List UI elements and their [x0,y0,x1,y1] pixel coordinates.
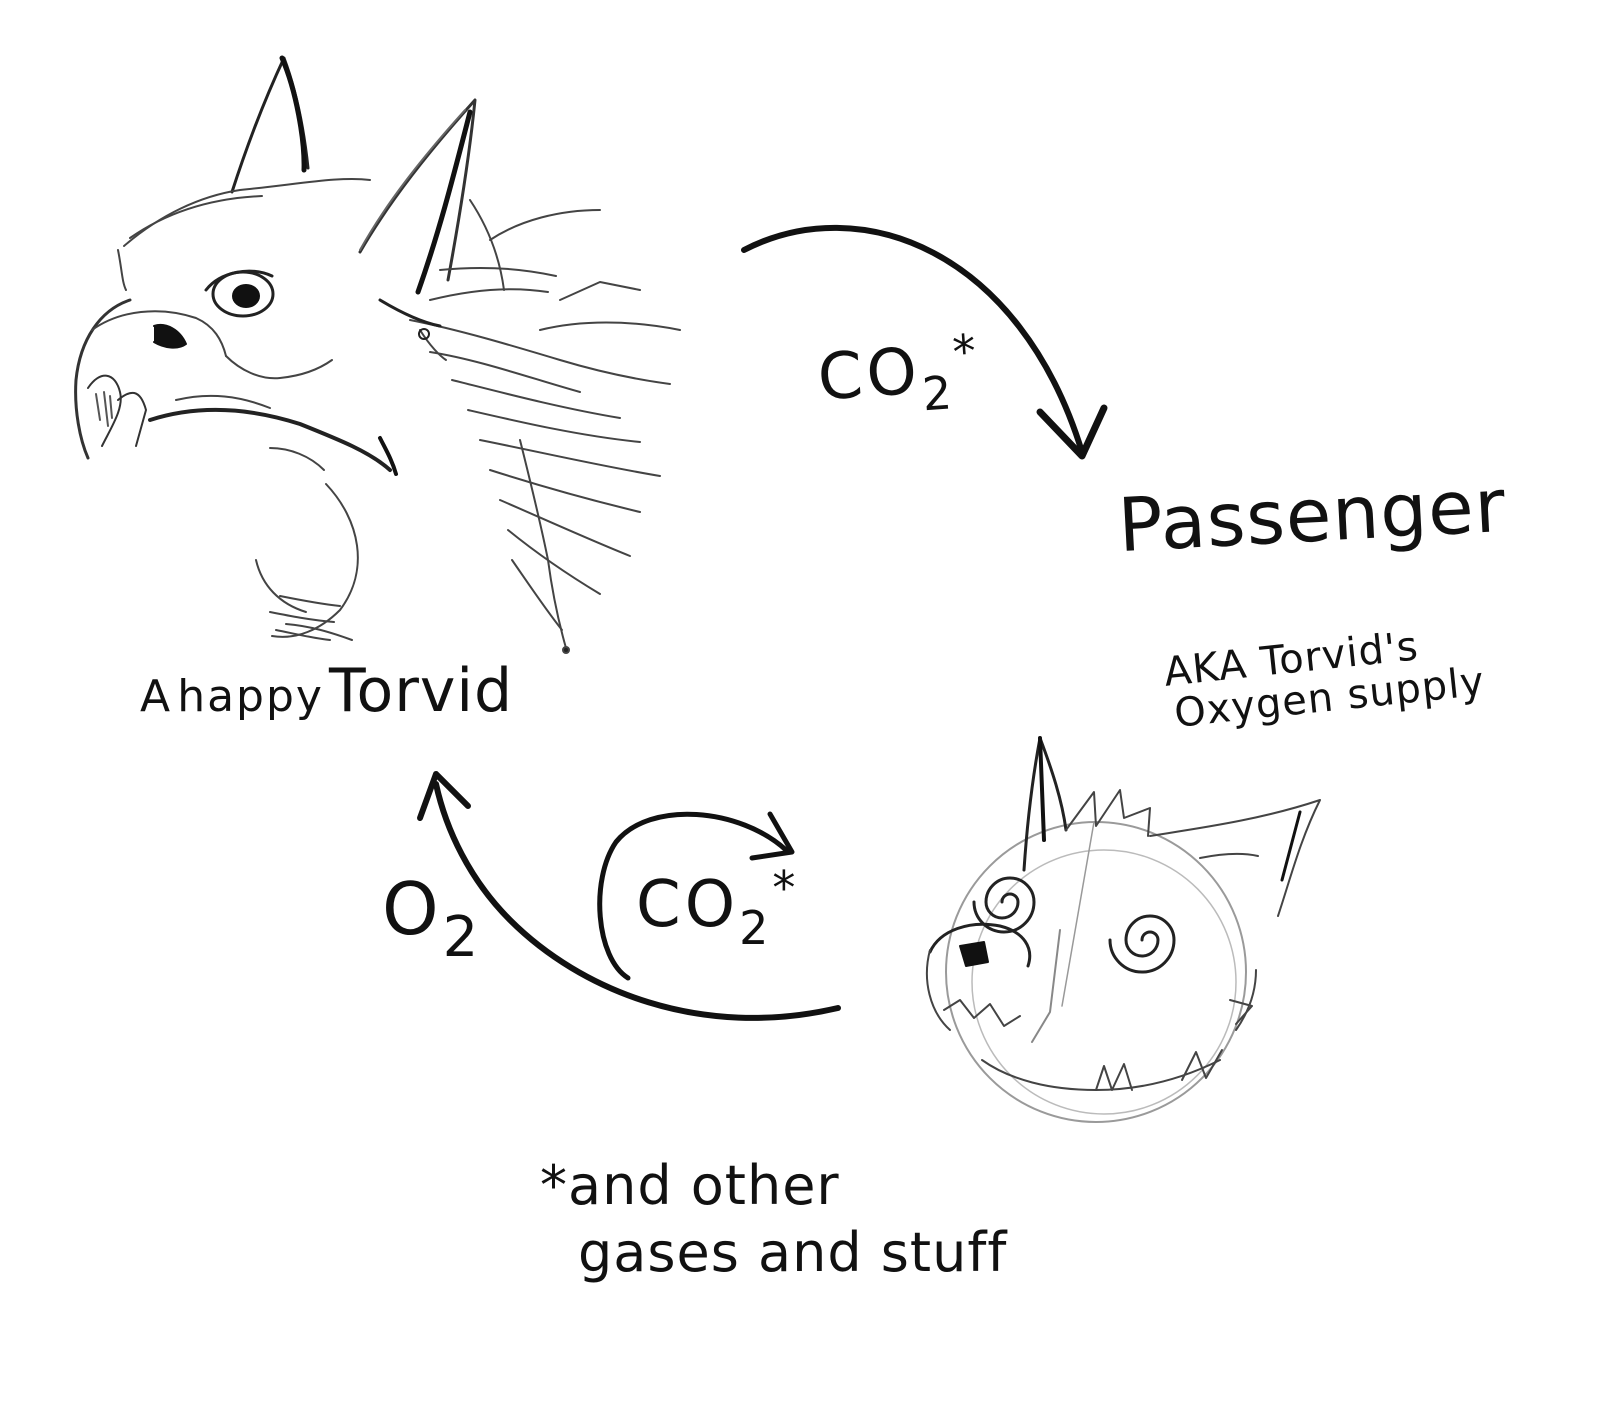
torvid-label-name: Torvid [329,656,514,726]
footnote-line-2: gases and stuff [578,1220,1008,1284]
arrow-passenger-to-torvid [433,781,841,1021]
arrowhead-co2-loop [749,811,795,861]
torvid-head-sketch [74,55,681,654]
co2-top-base: CO [815,334,924,416]
co2-loop-label: CO2* [636,864,799,952]
co2-loop-base: CO [636,868,740,942]
arrow-torvid-to-passenger [741,224,1085,455]
arrowhead-passenger-to-torvid [417,771,471,821]
co2-loop-subscript: 2 [739,901,773,955]
torvid-label-article: A [140,671,173,722]
passenger-label: Passenger [1115,462,1509,570]
torvid-label: A happy Torvid [140,660,513,723]
o2-subscript: 2 [442,905,483,970]
co2-top-asterisk: * [950,323,982,380]
arrowhead-torvid-to-passenger [1036,404,1108,460]
footnote-line-1: *and other [540,1154,840,1217]
o2-base: O [382,867,443,951]
torvid-label-adjective: happy [177,671,324,722]
co2-top-subscript: 2 [920,365,958,422]
co2-loop-asterisk: * [772,861,800,915]
co2-top-label: CO2* [815,323,984,425]
arrows [417,224,1108,1021]
arrow-co2-loop [597,811,789,981]
o2-label: O2 [382,871,483,970]
passenger-head-sketch [926,736,1321,1123]
footnote: *and other gases and stuff [540,1157,1008,1284]
